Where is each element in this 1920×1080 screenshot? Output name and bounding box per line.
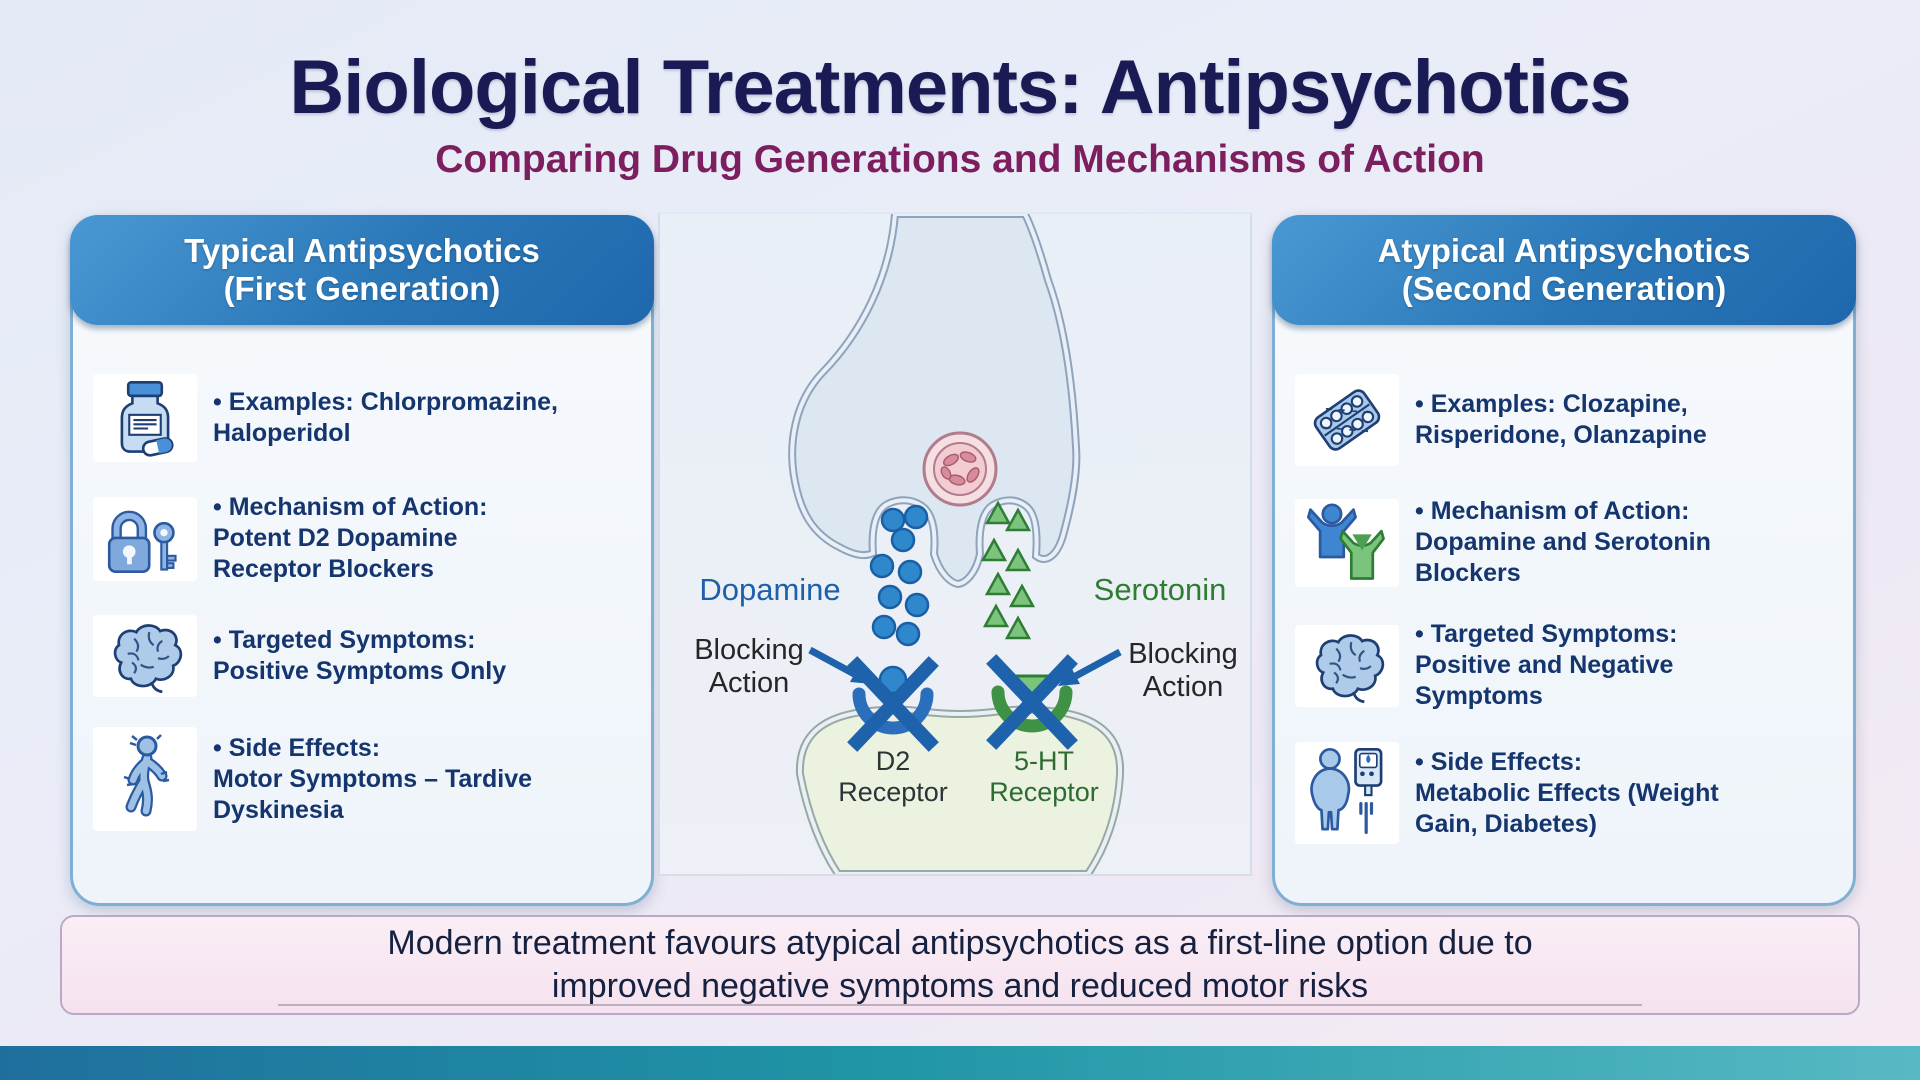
five-ht-receptor-label: 5-HT Receptor <box>989 746 1099 808</box>
list-item: • Targeted Symptoms: Positive Symptoms O… <box>93 615 635 697</box>
page-title: Biological Treatments: Antipsychotics <box>289 45 1631 130</box>
dopamine-label: Dopamine <box>699 572 841 607</box>
list-item: • Targeted Symptoms: Positive and Negati… <box>1295 619 1837 712</box>
blocking-action-label-left: Blocking Action <box>694 634 804 700</box>
blister-pack-icon <box>1295 374 1399 466</box>
atypical-card-header: Atypical Antipsychotics (Second Generati… <box>1272 215 1856 325</box>
atypical-symptoms-text: • Targeted Symptoms: Positive and Negati… <box>1415 620 1678 710</box>
atypical-card-body: • Examples: Clozapine, Risperidone, Olan… <box>1275 328 1853 903</box>
blocking-x-5ht <box>986 654 1078 750</box>
pill-bottle-icon <box>93 374 197 462</box>
synapse-diagram: Dopamine Serotonin Blocking Action Block… <box>658 210 1252 878</box>
typical-antipsychotics-card: Typical Antipsychotics (First Generation… <box>70 215 654 906</box>
synapse-illustration <box>788 210 1125 878</box>
atypical-mechanism-text: • Mechanism of Action: Dopamine and Sero… <box>1415 497 1711 587</box>
typical-mechanism-text: • Mechanism of Action: Potent D2 Dopamin… <box>213 493 488 583</box>
brain-icon <box>1295 624 1399 707</box>
atypical-examples-text: • Examples: Clozapine, Risperidone, Olan… <box>1415 390 1707 449</box>
typical-side-effects-text: • Side Effects: Motor Symptoms – Tardive… <box>213 733 533 824</box>
lock-key-icon <box>93 496 197 581</box>
brain-icon <box>93 615 197 697</box>
serotonin-molecules <box>980 500 1036 640</box>
list-item: • Mechanism of Action: Dopamine and Sero… <box>1295 496 1837 589</box>
blocking-arrow-left <box>808 646 872 684</box>
list-item: • Side Effects: Motor Symptoms – Tardive… <box>93 727 635 831</box>
vesicle <box>922 431 998 507</box>
typical-examples-text: • Examples: Chlorpromazine, Haloperidol <box>213 388 558 447</box>
list-item: • Examples: Clozapine, Risperidone, Olan… <box>1295 374 1837 466</box>
typical-symptoms-text: • Targeted Symptoms: Positive Symptoms O… <box>213 626 507 685</box>
dopamine-molecules <box>869 504 930 647</box>
typical-card-header: Typical Antipsychotics (First Generation… <box>70 215 654 325</box>
summary-text: Modern treatment favours atypical antips… <box>387 924 1533 1005</box>
blocking-x-d2 <box>847 656 939 752</box>
atypical-side-effects-text: • Side Effects: Metabolic Effects (Weigh… <box>1415 747 1719 838</box>
summary-banner: Modern treatment favours atypical antips… <box>60 915 1860 1015</box>
page-subtitle: Comparing Drug Generations and Mechanism… <box>435 138 1485 181</box>
dual-receptor-icon <box>1295 498 1399 587</box>
blocking-action-label-right: Blocking Action <box>1128 638 1238 704</box>
list-item: • Examples: Chlorpromazine, Haloperidol <box>93 374 635 462</box>
blocking-arrow-right <box>1058 648 1122 686</box>
serotonin-label: Serotonin <box>1093 572 1227 607</box>
list-item: • Side Effects: Metabolic Effects (Weigh… <box>1295 742 1837 844</box>
list-item: • Mechanism of Action: Potent D2 Dopamin… <box>93 492 635 585</box>
atypical-card-title: Atypical Antipsychotics (Second Generati… <box>1377 231 1751 307</box>
typical-card-body: • Examples: Chlorpromazine, Haloperidol <box>73 328 651 903</box>
d2-receptor <box>852 665 934 735</box>
d2-receptor-label: D2 Receptor <box>838 746 948 808</box>
metabolic-icon <box>1295 742 1399 844</box>
banner-underline <box>277 1004 1643 1006</box>
footer-strip <box>0 1046 1920 1080</box>
typical-card-title: Typical Antipsychotics (First Generation… <box>184 231 540 307</box>
atypical-antipsychotics-card: Atypical Antipsychotics (Second Generati… <box>1272 215 1856 906</box>
tremor-person-icon <box>93 727 197 831</box>
